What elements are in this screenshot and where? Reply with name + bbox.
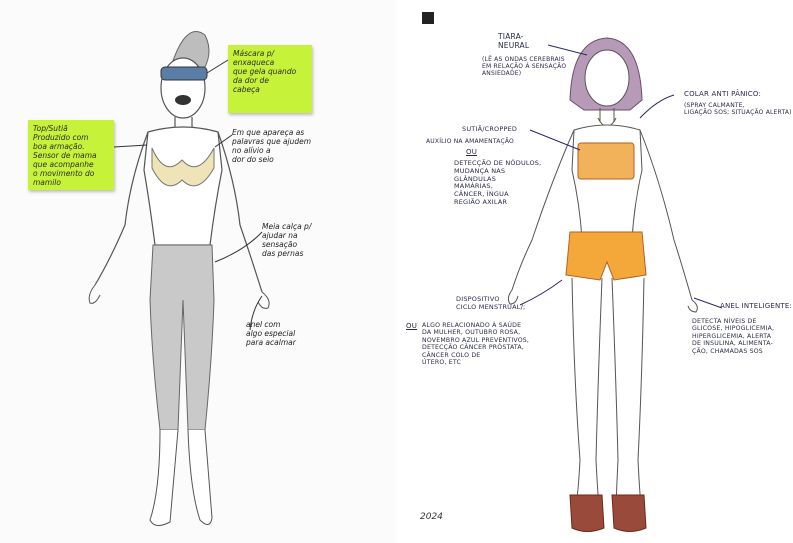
headache-mask: [161, 67, 207, 80]
bra-title: SUTIÃ/CROPPED: [462, 126, 517, 134]
bra-ou: OU: [466, 148, 477, 156]
device-ou: OU: [406, 322, 417, 330]
bra-alt: AUXÍLIO NA AMAMENTAÇÃO: [426, 138, 514, 145]
signature: 2024: [420, 512, 443, 522]
ring-title: ANEL INTELIGENTE:: [720, 302, 792, 310]
ring-desc: DETECTA NÍVEIS DE GLICOSE, HIPOGLICEMIA,…: [692, 318, 774, 355]
tiara-desc: (LÊ AS ONDAS CEREBRAIS EM RELAÇÃO À SENS…: [482, 56, 566, 78]
head: [585, 50, 629, 106]
sticky-note-top: Top/Sutiã Produzido com boa armação. Sen…: [28, 120, 114, 190]
crop-top: [578, 143, 634, 179]
right-figure-drawing: [402, 0, 793, 543]
mouth: [175, 95, 191, 105]
collar-desc: (SPRAY CALMANTE, LIGAÇÃO SOS; SITUAÇÃO A…: [684, 102, 792, 116]
collar-title: COLAR ANTI PÂNICO:: [684, 90, 761, 98]
mask-note-text: Máscara p/ enxaqueca que gela quando da …: [233, 49, 307, 94]
leggings: [150, 245, 214, 430]
ring-note: anel com algo especial para acalmar: [246, 320, 296, 347]
torso: [144, 127, 222, 245]
right-shoe: [612, 495, 646, 532]
device-title: DISPOSITIVO CICLO MENSTRUAL/;: [456, 296, 525, 312]
torso: [572, 125, 642, 240]
left-figure-drawing: [0, 0, 395, 543]
corner-mark: [422, 12, 434, 24]
left-shoe: [570, 495, 604, 532]
left-sketch-panel: Máscara p/ enxaqueca que gela quando da …: [0, 0, 395, 543]
bra-desc: DETECÇÃO DE NÓDULOS, MUDANÇA NAS GLÂNDUL…: [454, 160, 541, 207]
sticky-note-mask: Máscara p/ enxaqueca que gela quando da …: [228, 45, 312, 113]
shorts: [566, 232, 646, 280]
tiara-title: TIARA- NEURAL: [498, 32, 529, 50]
top-note-text: Top/Sutiã Produzido com boa armação. Sen…: [33, 124, 109, 187]
device-desc: ALGO RELACIONADO À SAÚDE DA MULHER, OUTU…: [422, 322, 529, 367]
cups-note: Em que apareça as palavras que ajudem no…: [232, 128, 311, 164]
leggings-note: Meia calça p/ ajudar na sensação das per…: [262, 222, 311, 258]
right-sketch-panel: TIARA- NEURAL (LÊ AS ONDAS CEREBRAIS EM …: [402, 0, 793, 543]
